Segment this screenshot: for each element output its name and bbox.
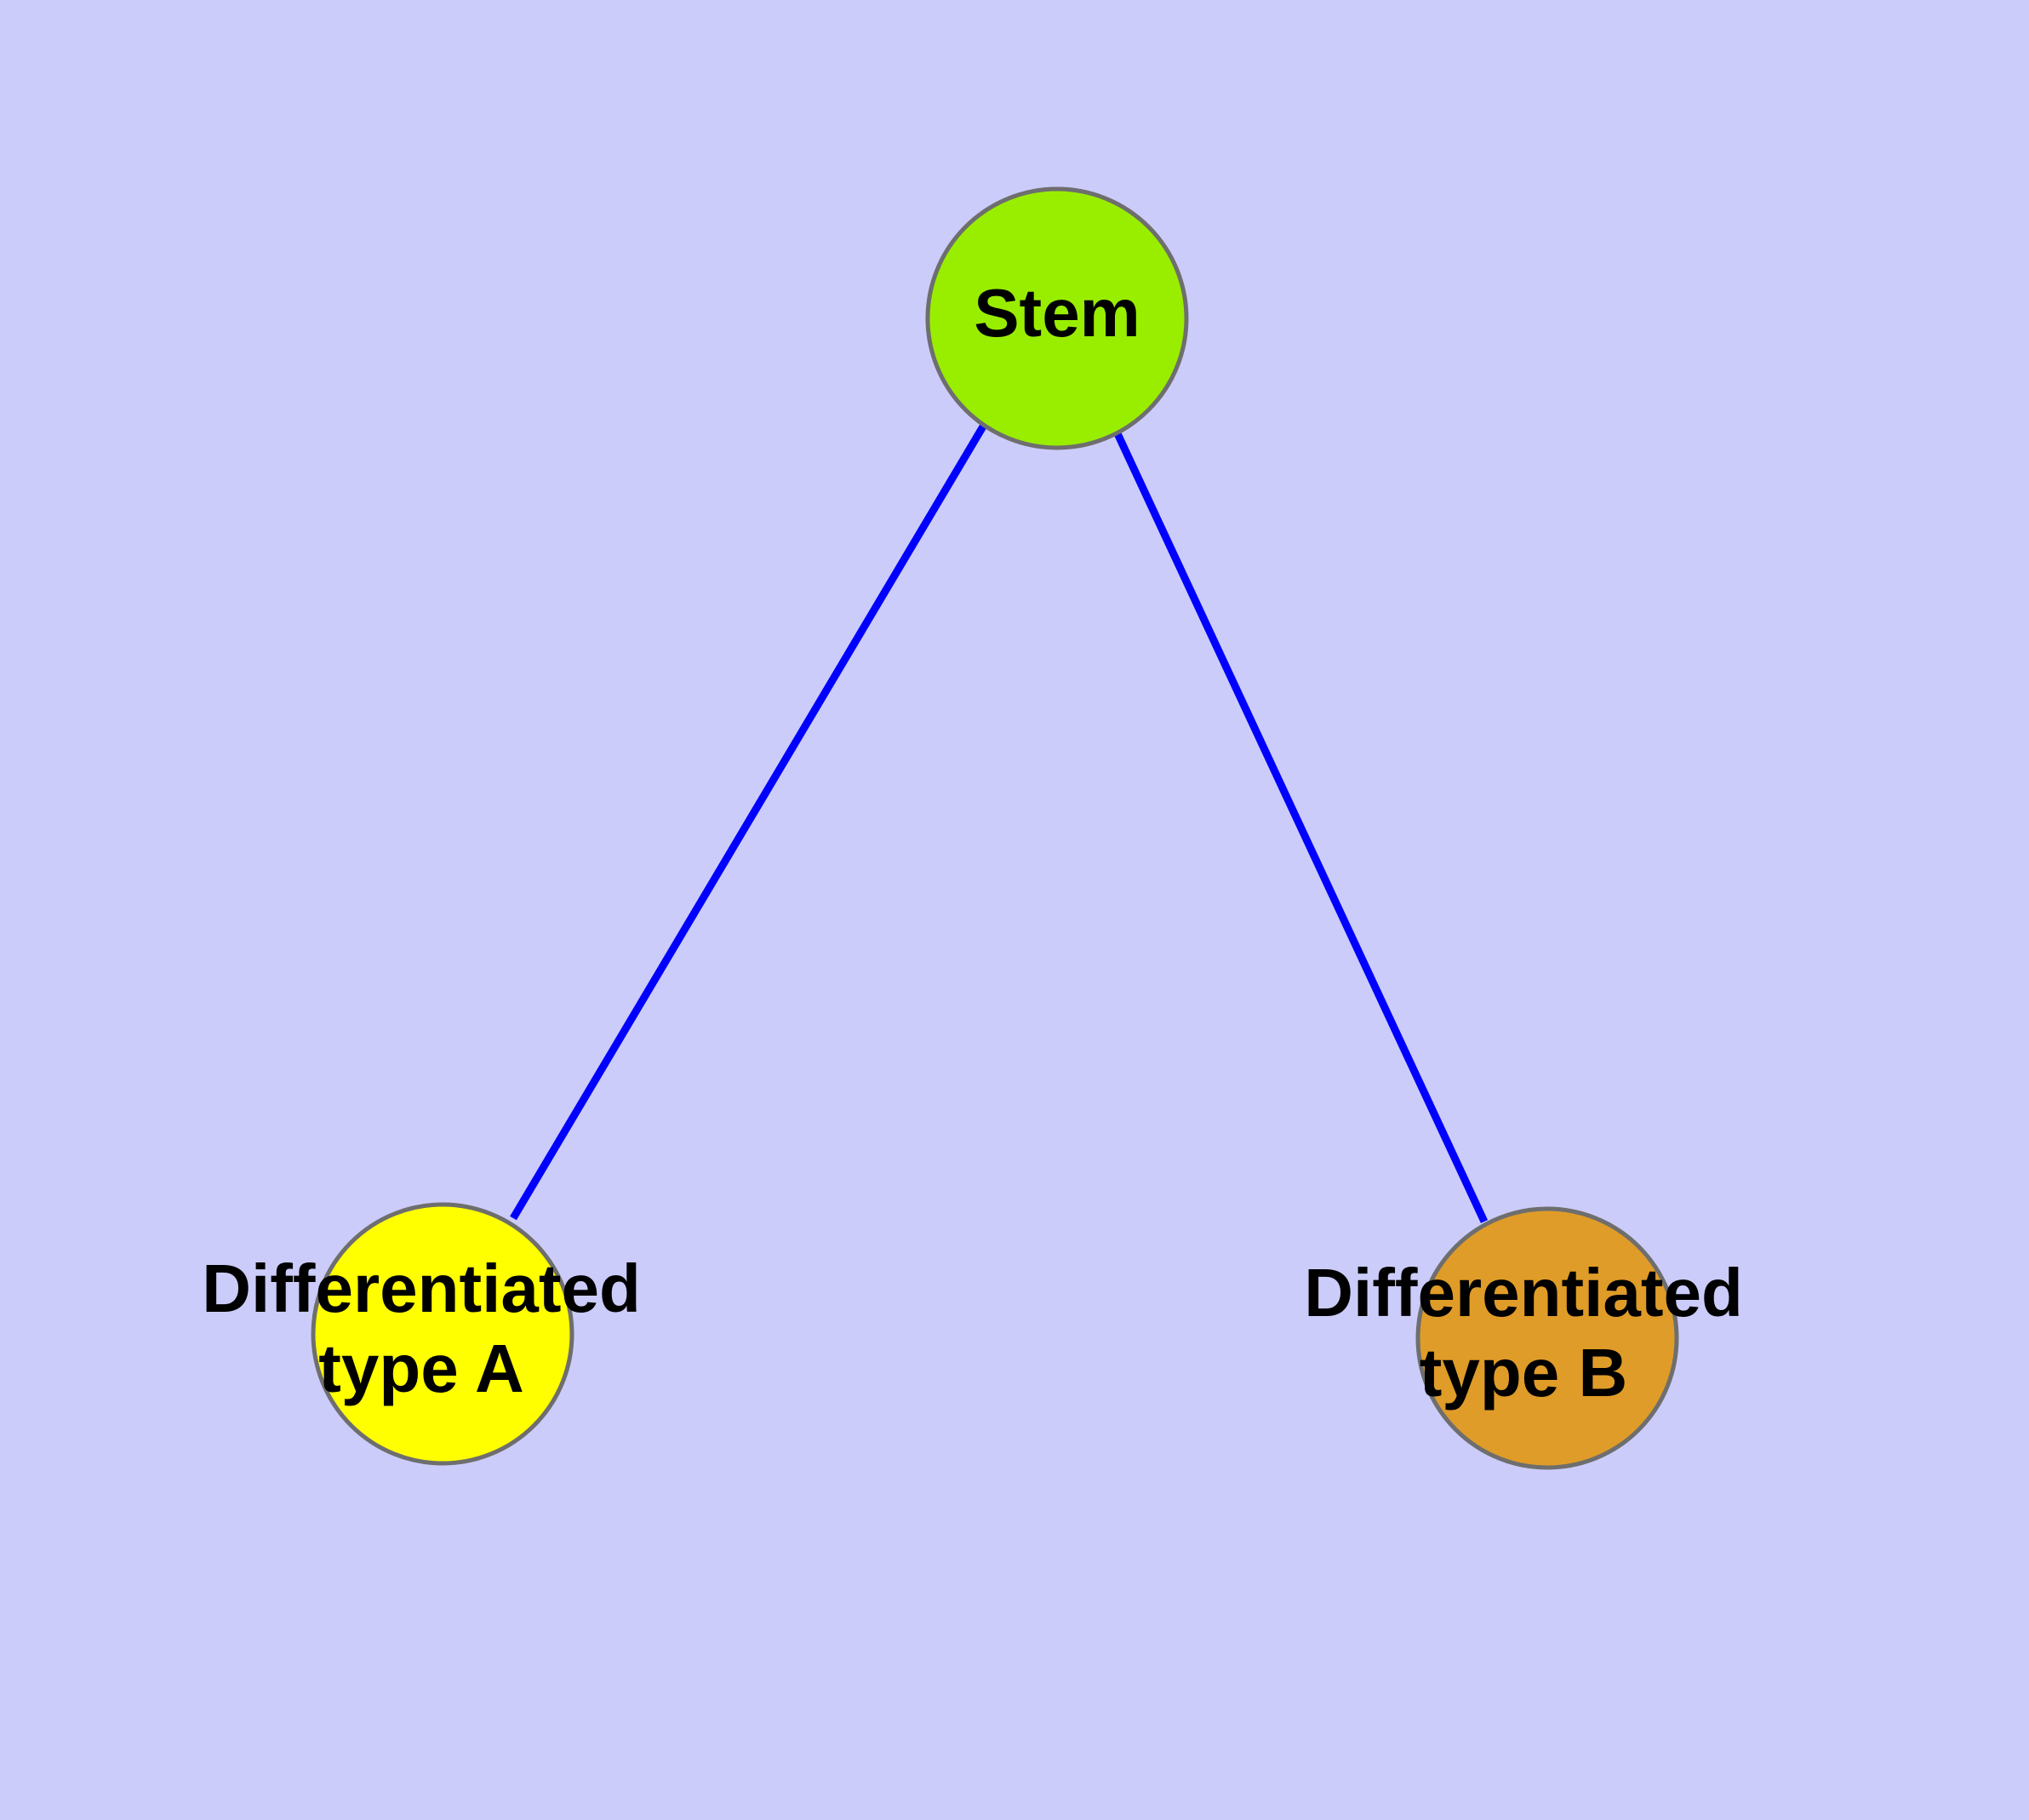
edge-stem-to-differentiated-type-b[interactable] bbox=[1112, 428, 1489, 1223]
edges-layer bbox=[510, 424, 1489, 1223]
node-label-line: Differentiated bbox=[1304, 1255, 1743, 1331]
node-label-line: Stem bbox=[974, 275, 1140, 351]
node-differentiated-type-a-circle[interactable] bbox=[311, 1202, 574, 1466]
node-stem[interactable]: Stem bbox=[925, 186, 1189, 450]
node-stem-label: Stem bbox=[974, 275, 1140, 351]
node-label-line: Differentiated bbox=[202, 1251, 641, 1326]
node-label-line: type A bbox=[318, 1331, 524, 1406]
node-differentiated-type-b-circle[interactable] bbox=[1415, 1206, 1679, 1470]
node-label-line: type B bbox=[1420, 1335, 1628, 1411]
node-stem-circle[interactable] bbox=[925, 186, 1189, 450]
edge-stem-to-differentiated-type-a[interactable] bbox=[510, 424, 986, 1221]
